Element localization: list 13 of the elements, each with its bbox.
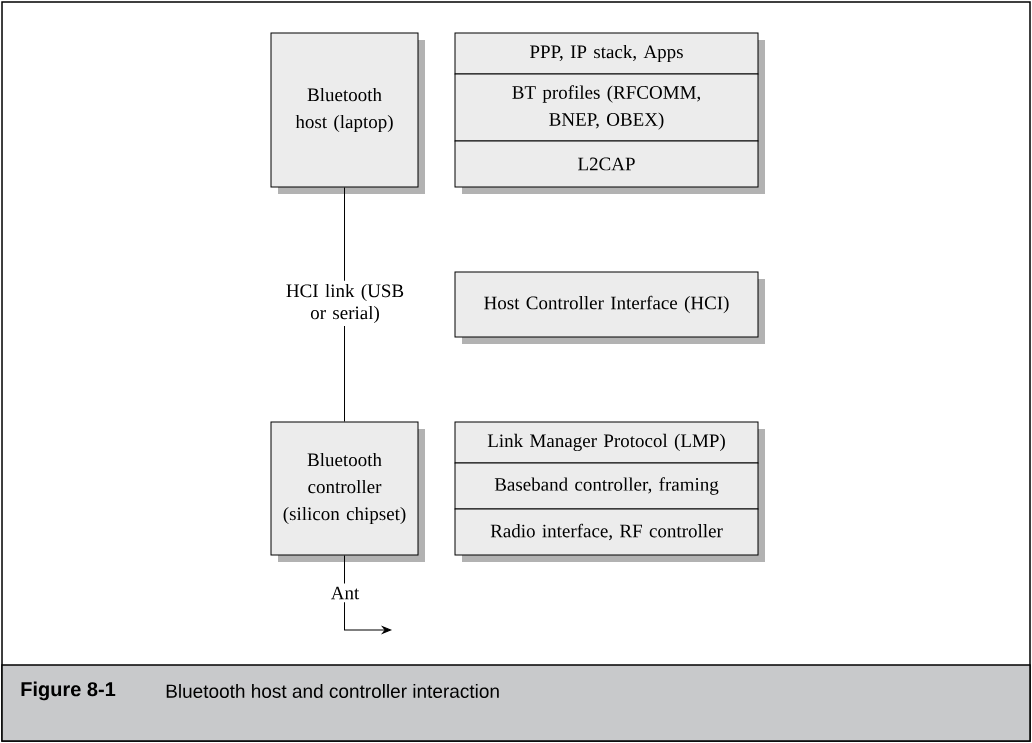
layer-box: L2CAP (454, 140, 765, 194)
caption-text: Bluetooth host and controller interaction (166, 684, 499, 698)
figure-number: Figure 8-1 (21, 681, 116, 701)
host-box: Bluetooth host (laptop) (270, 32, 425, 194)
edge-label: Ant (330, 586, 360, 600)
layer-box: PPP, IP stack, Apps (454, 32, 765, 81)
layer-box: Baseband controller, framing (454, 462, 765, 516)
layer-box: Host Controller Interface (HCI) (454, 271, 765, 344)
layer-box: Radio interface, RF controller (454, 508, 765, 562)
controller-box: Bluetooth controller (silicon chipset) (270, 421, 425, 562)
edge-label: HCI link (USB or serial) (286, 283, 404, 324)
layer-box: BT profiles (RFCOMM, BNEP, OBEX) (454, 73, 765, 148)
layer-box: Link Manager Protocol (LMP) (454, 421, 765, 470)
